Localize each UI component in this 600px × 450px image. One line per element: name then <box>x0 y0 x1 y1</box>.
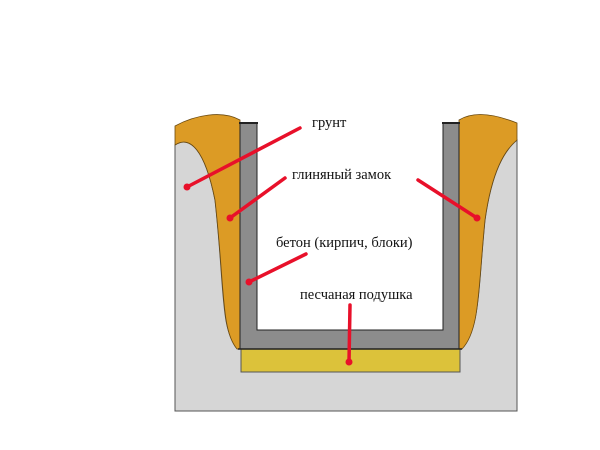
clay-lock-left <box>174 114 241 350</box>
clay-lock-right <box>458 114 518 350</box>
pointer-dot-sand <box>345 358 353 366</box>
label-soil: грунт <box>312 115 347 131</box>
label-sand-cushion: песчаная подушка <box>300 287 413 303</box>
pointer-dot-clay-left <box>226 214 234 222</box>
pointer-clay-right <box>416 178 479 220</box>
pointer-dot-concrete <box>245 278 253 286</box>
pointer-dot-soil <box>183 183 191 191</box>
pointer-clay-left <box>228 176 287 220</box>
label-concrete: бетон (кирпич, блоки) <box>276 235 413 251</box>
pointer-soil <box>185 126 302 189</box>
pointer-sand <box>347 303 352 364</box>
pointer-concrete <box>247 252 308 284</box>
pointer-dot-clay-right <box>473 214 481 222</box>
label-clay-lock: глиняный замок <box>292 167 392 183</box>
